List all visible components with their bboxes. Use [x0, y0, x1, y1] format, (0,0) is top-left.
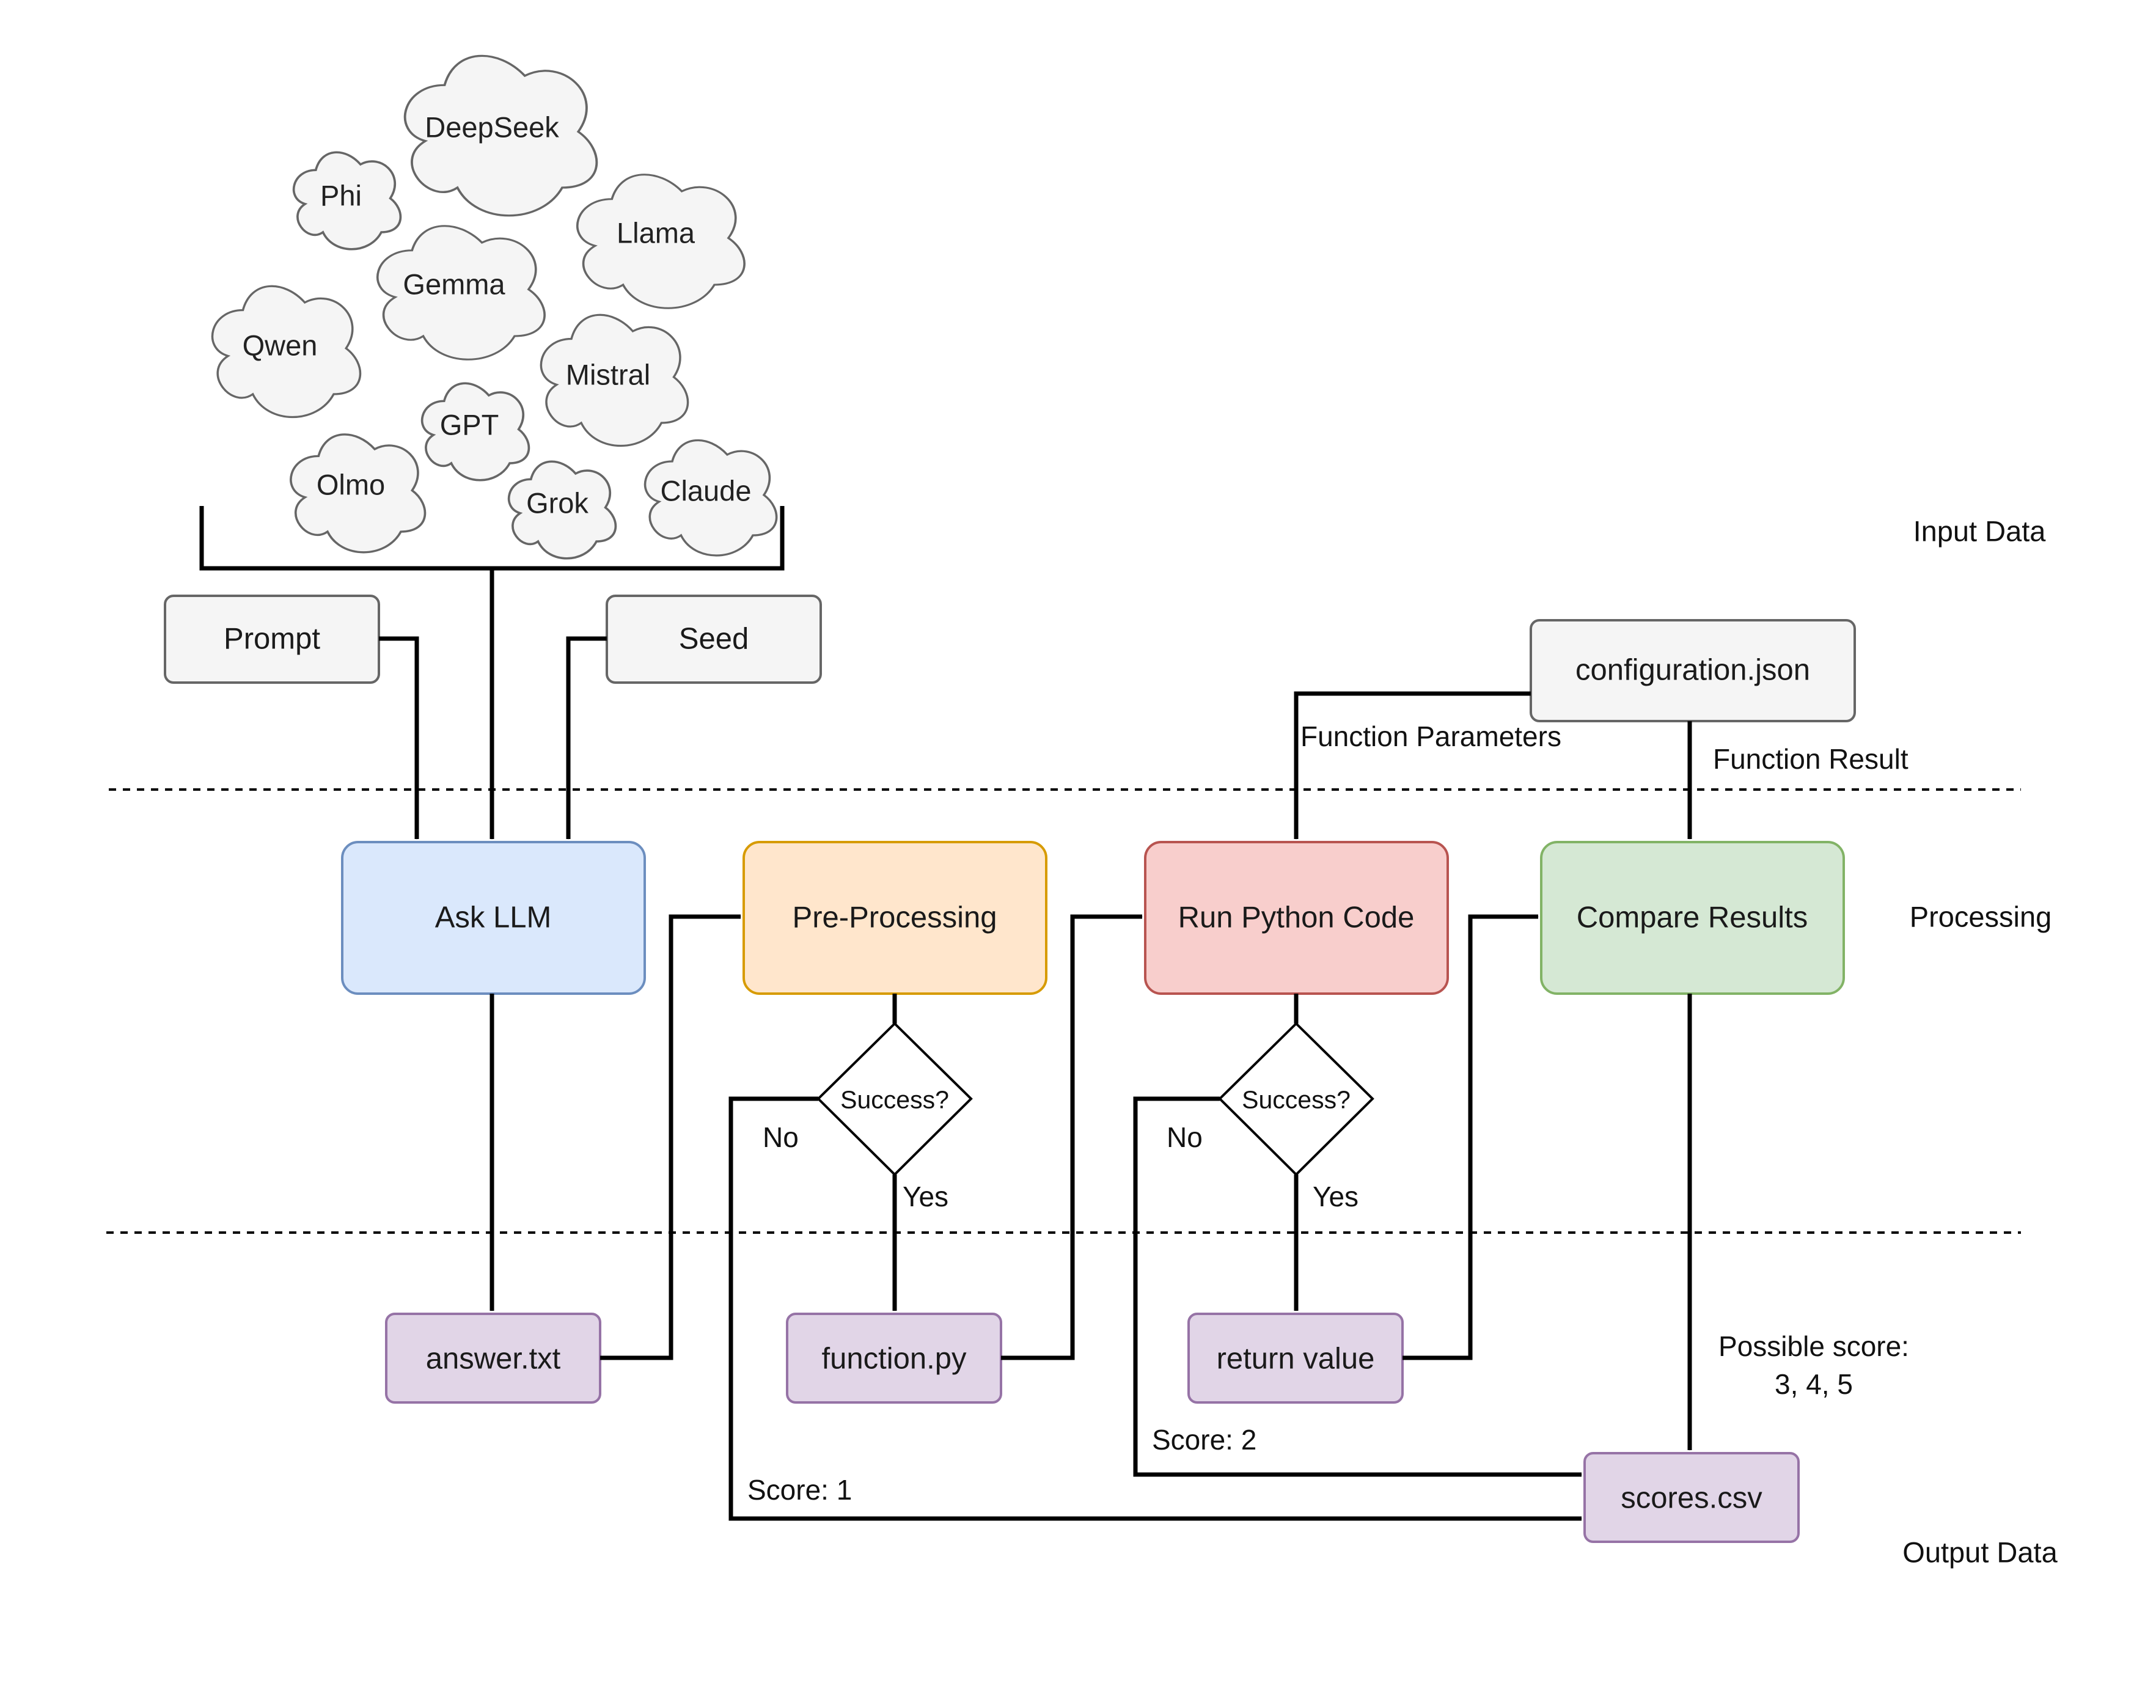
- prompt-box: [164, 595, 380, 684]
- run-python-code-box: [1144, 841, 1449, 995]
- edge-return-to-compare: [1402, 914, 1539, 1360]
- configuration-json-box: [1530, 619, 1856, 722]
- compare-results-box: [1540, 841, 1845, 995]
- return-value-box: [1187, 1313, 1404, 1404]
- edge-pre-no: [728, 1096, 1582, 1521]
- cloud-deepseek: [405, 56, 597, 215]
- edge-config-to-run: [1294, 691, 1531, 840]
- pre-processing-success-diamond: [816, 1022, 973, 1176]
- cloud-llama: [578, 175, 744, 309]
- cloud-qwen: [213, 286, 361, 417]
- run-code-success-diamond: [1218, 1022, 1374, 1176]
- cloud-claude: [645, 440, 777, 555]
- pre-processing-box: [743, 841, 1047, 995]
- edge-run-no: [1133, 1096, 1582, 1477]
- seed-box: [606, 595, 822, 684]
- cloud-gpt: [422, 383, 529, 480]
- edge-function-to-run: [1001, 914, 1143, 1360]
- answer-txt-box: [385, 1313, 601, 1404]
- ask-llm-box: [341, 841, 646, 995]
- cloud-mistral: [541, 315, 688, 445]
- cloud-gemma: [378, 226, 544, 360]
- function-py-box: [786, 1313, 1002, 1404]
- cloud-olmo: [291, 434, 425, 552]
- cloud-grok: [509, 461, 616, 559]
- edge-answer-to-pre: [600, 914, 741, 1360]
- cloud-phi: [294, 152, 401, 249]
- scores-csv-box: [1583, 1452, 1800, 1543]
- edge-prompt-to-ask: [379, 636, 419, 840]
- edge-seed-to-ask: [566, 636, 607, 840]
